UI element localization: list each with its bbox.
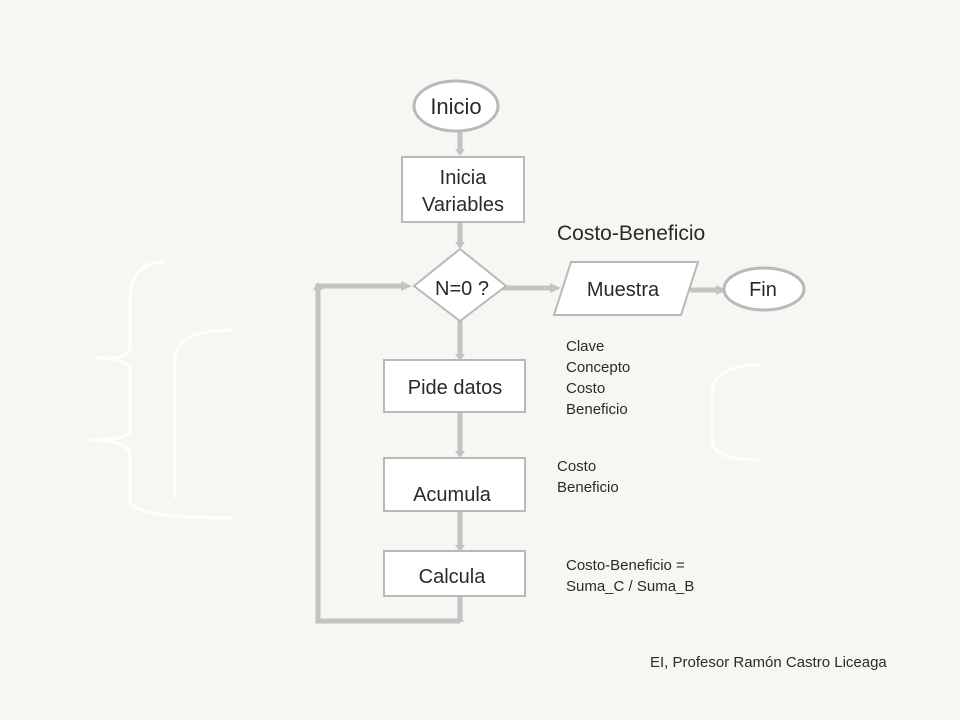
formula-note: Costo-Beneficio = Suma_C / Suma_B (566, 555, 694, 597)
author-credit: EI, Profesor Ramón Castro Liceaga (650, 654, 887, 671)
read-data-note: Clave Concepto Costo Beneficio (566, 336, 630, 420)
init-process-box: Inicia Variables (401, 156, 525, 223)
formula-note-line: Suma_C / Suma_B (566, 578, 695, 595)
decision-label: N=0 ? (435, 278, 489, 300)
formula-note-line: Costo-Beneficio = (566, 557, 685, 574)
arrowhead-loop-return (401, 281, 412, 291)
init-label-line2: Variables (422, 194, 504, 216)
read-process-box: Pide datos (383, 359, 526, 413)
loop-back-connector (315, 283, 460, 624)
output-parallelogram: Muestra (552, 261, 700, 316)
arrowhead-end (716, 285, 727, 295)
arrowheads (313, 149, 727, 624)
accumulate-label: Acumula (413, 484, 492, 506)
start-label: Inicio (430, 94, 481, 119)
arrowhead-output (550, 283, 561, 293)
arrowhead-loop-corner (313, 282, 323, 290)
background-decoration (89, 260, 761, 520)
init-label-line1: Inicia (440, 167, 488, 189)
read-data-note-line: Beneficio (566, 401, 628, 418)
start-terminator: Inicio (412, 79, 500, 133)
compute-process-box: Calcula (383, 550, 526, 597)
arrowhead-compute (455, 545, 465, 552)
read-data-note-line: Costo (566, 380, 606, 397)
decision-diamond: N=0 ? (412, 247, 508, 323)
compute-label: Calcula (419, 566, 487, 588)
accumulate-note-line: Costo (557, 458, 597, 475)
arrowhead-decision (455, 242, 465, 249)
arrowhead-read (455, 354, 465, 361)
read-data-note-line: Clave (566, 338, 605, 355)
arrowhead-init (455, 149, 465, 156)
read-label: Pide datos (408, 377, 503, 399)
arrowhead-accumulate (455, 451, 465, 458)
connectors (315, 130, 718, 624)
end-terminator: Fin (722, 266, 806, 312)
output-label: Muestra (587, 279, 660, 301)
arrowhead-loop-end (455, 618, 465, 624)
accumulate-note-line: Beneficio (557, 479, 619, 496)
output-title: Costo-Beneficio (557, 222, 706, 245)
end-label: Fin (749, 279, 777, 301)
accumulate-process-box: Acumula (383, 457, 526, 512)
read-data-note-line: Concepto (566, 359, 631, 376)
accumulate-note: Costo Beneficio (557, 456, 619, 498)
